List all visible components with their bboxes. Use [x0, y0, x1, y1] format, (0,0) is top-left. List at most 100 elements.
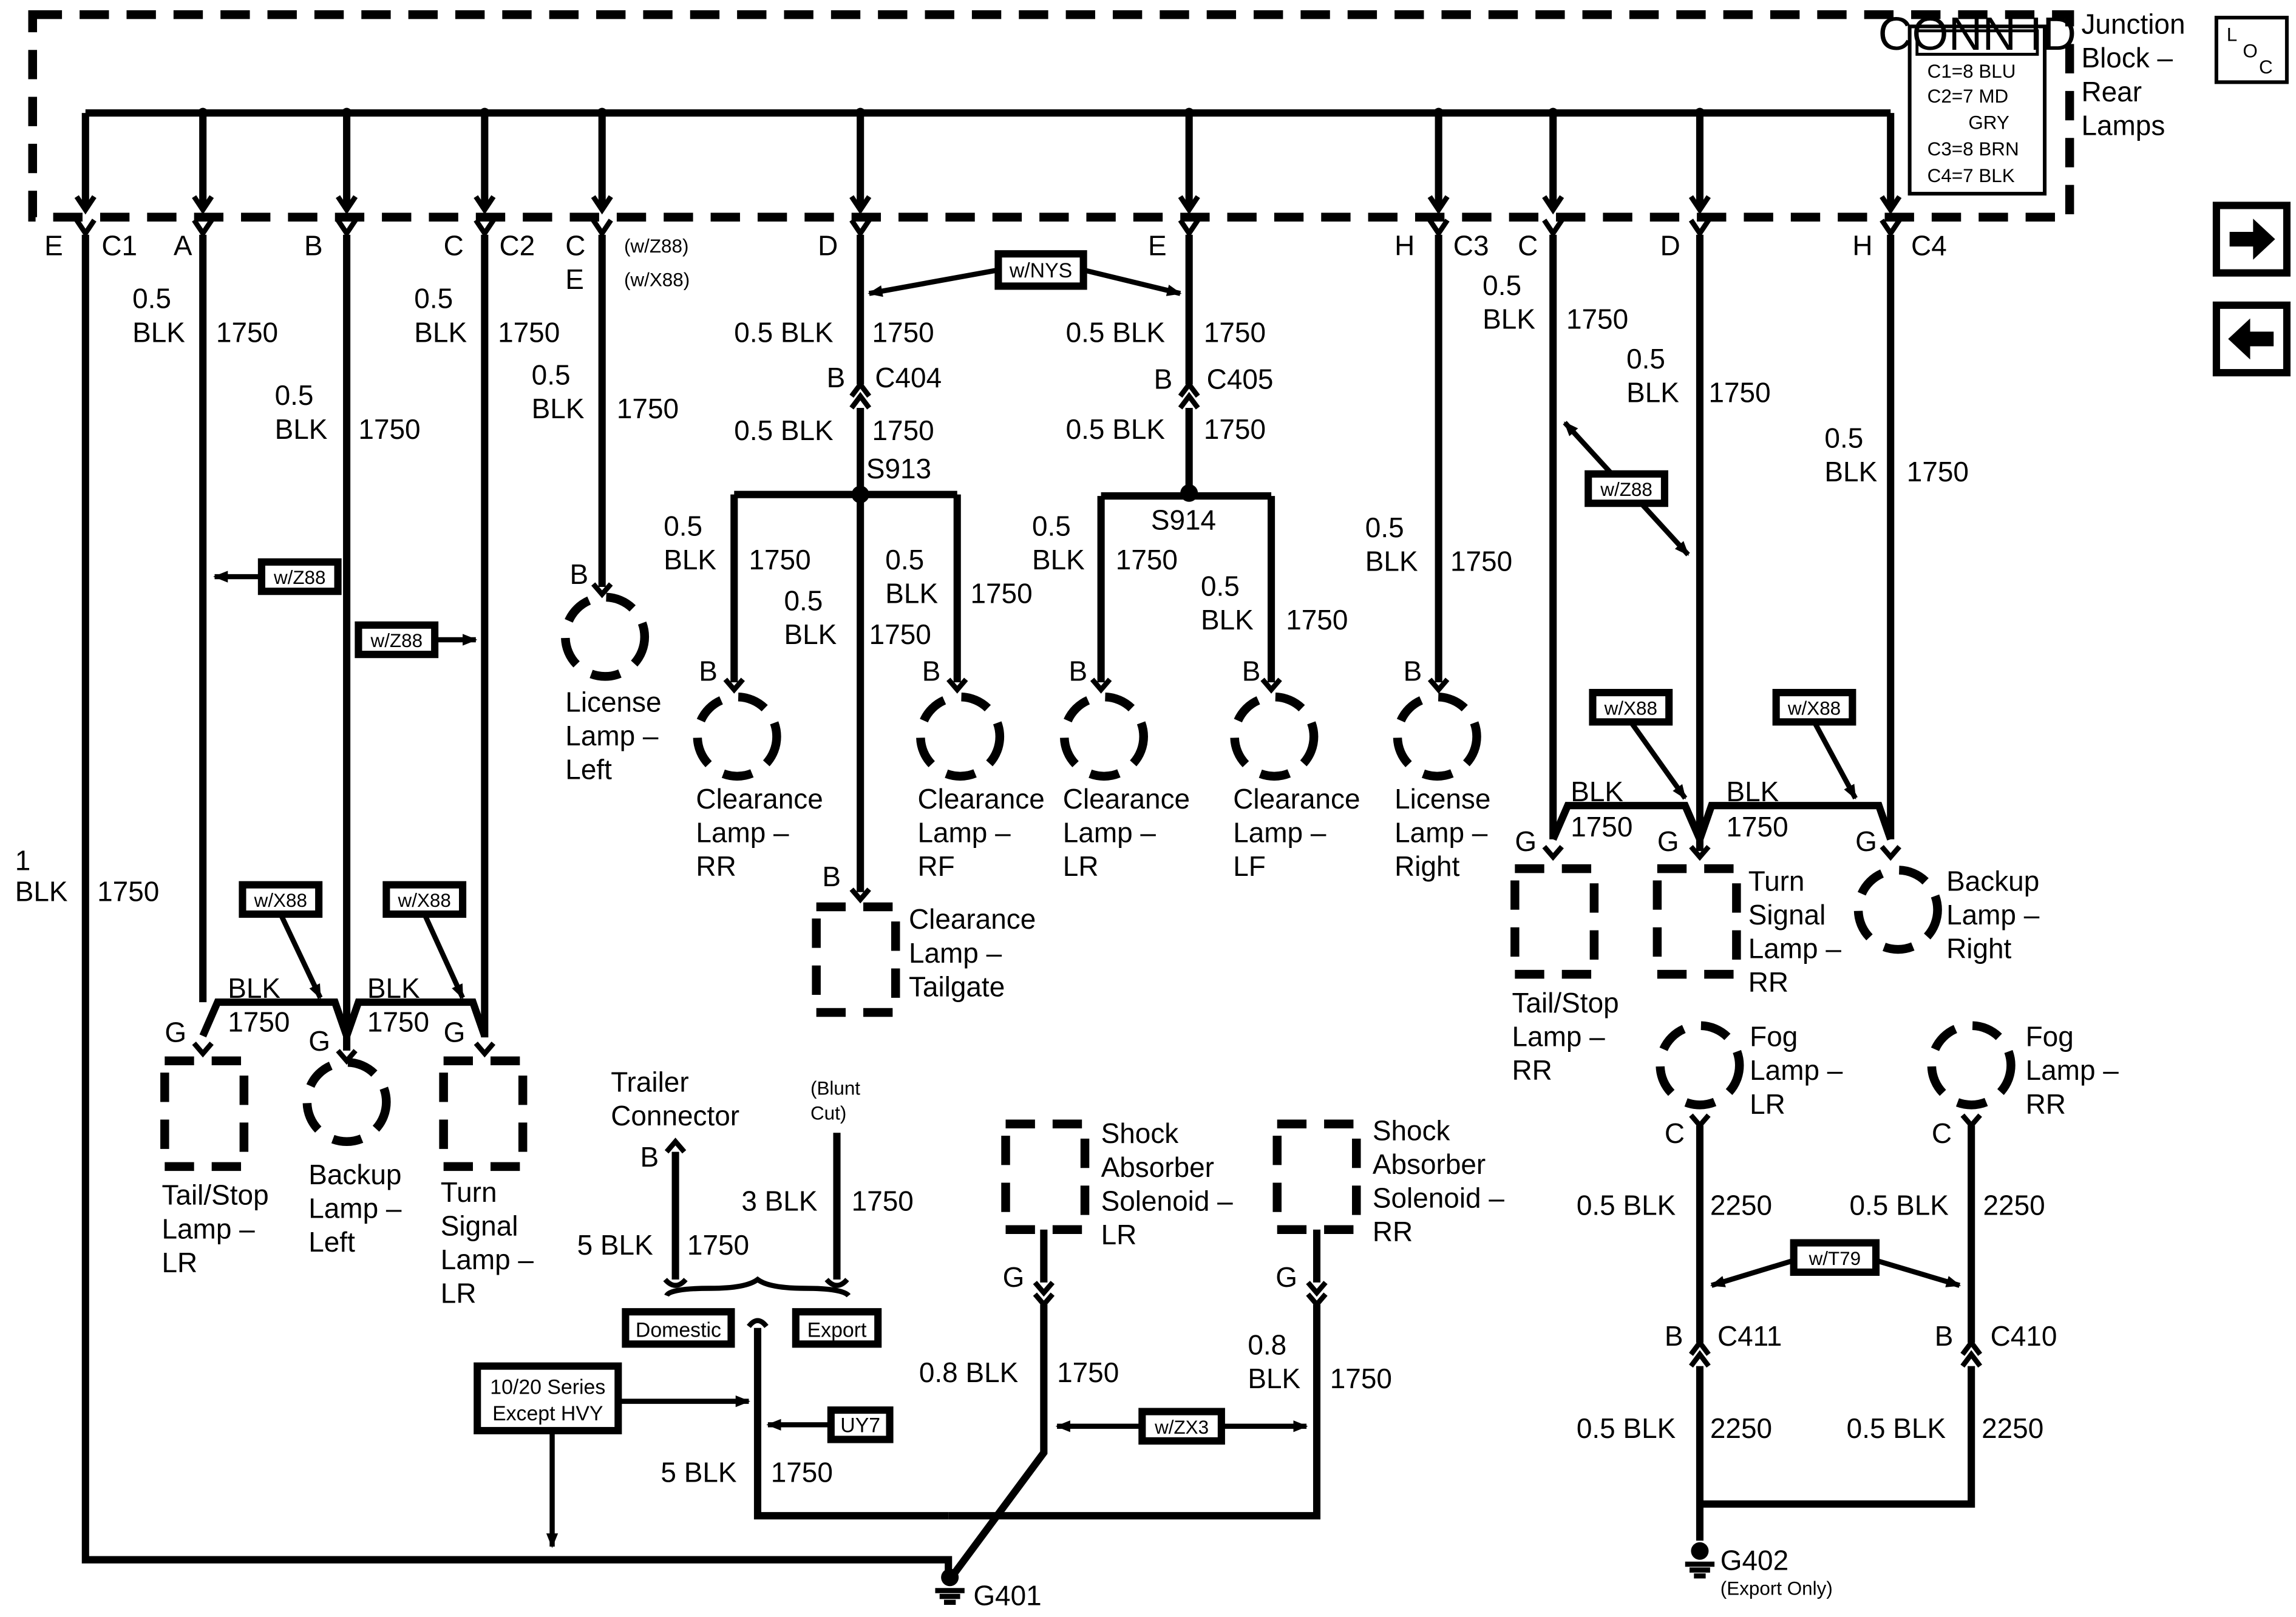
svg-text:BLK: BLK [132, 316, 185, 348]
tail-stop-lamp-lr: G Tail/Stop Lamp – LR [160, 1016, 269, 1278]
svg-text:w/Z88: w/Z88 [370, 630, 423, 651]
svg-text:C410: C410 [1991, 1320, 2057, 1352]
svg-text:C1: C1 [101, 230, 137, 262]
option-x88-right-2: w/X88 [1772, 688, 1858, 800]
svg-text:1: 1 [15, 845, 31, 876]
wire-turn-signal-lr: 0.5 BLK 1750 [414, 234, 560, 1038]
wire-fog-rr: 0.5 BLK 2250 B C410 0.5 BLK 2250 [1699, 1125, 2057, 1508]
svg-text:Lamp –: Lamp – [1750, 1054, 1843, 1086]
svg-text:Right: Right [1394, 850, 1459, 882]
clearance-lamp-rr: B Clearance Lamp – RR [693, 656, 823, 882]
svg-text:O: O [2243, 40, 2257, 61]
svg-text:Tailgate: Tailgate [909, 971, 1005, 1002]
ground-g402: G402 (Export Only) [1685, 1542, 1833, 1599]
conn-id-c2-cont: GRY [1968, 112, 2009, 134]
option-nys: w/NYS [868, 250, 1182, 297]
svg-text:License: License [565, 686, 661, 717]
svg-text:0.5: 0.5 [132, 283, 171, 314]
svg-text:License: License [1394, 783, 1490, 815]
option-zx3: w/ZX3 [1055, 1408, 1308, 1445]
svg-text:BLK: BLK [1626, 376, 1679, 408]
svg-text:B: B [1242, 656, 1261, 687]
svg-text:LR: LR [161, 1247, 197, 1278]
loc-icon[interactable]: L O C [2214, 15, 2289, 84]
svg-text:Junction: Junction [2081, 8, 2185, 40]
svg-text:C404: C404 [875, 362, 942, 393]
svg-text:C: C [1665, 1117, 1685, 1149]
svg-text:(w/X88): (w/X88) [624, 269, 690, 290]
svg-text:Lamp –: Lamp – [1748, 933, 1842, 964]
svg-text:0.5: 0.5 [532, 359, 571, 390]
svg-text:1750: 1750 [852, 1185, 914, 1216]
svg-text:Lamp –: Lamp – [565, 720, 659, 751]
svg-text:0.5: 0.5 [1824, 422, 1863, 453]
svg-text:D: D [1660, 230, 1680, 262]
backup-lamp-right: G Backup Lamp – Right [1853, 825, 2040, 964]
option-z88-right: w/Z88 [1563, 421, 1690, 557]
svg-text:B: B [822, 861, 841, 892]
svg-text:1750: 1750 [1708, 376, 1770, 408]
next-page-button[interactable] [2212, 202, 2291, 277]
svg-text:C: C [1932, 1117, 1952, 1149]
svg-text:1750: 1750 [1286, 604, 1348, 636]
svg-text:0.5: 0.5 [1365, 512, 1404, 543]
svg-text:BLK: BLK [532, 393, 585, 424]
svg-text:w/NYS: w/NYS [1009, 259, 1072, 282]
license-lamp-right: B License Lamp – Right [1393, 656, 1490, 882]
fog-lamp-lr: Fog Lamp – LR C [1656, 1021, 1843, 1149]
bus-dots [197, 107, 1705, 118]
svg-text:BLK: BLK [784, 619, 837, 650]
svg-text:Clearance: Clearance [917, 783, 1044, 815]
svg-text:1750: 1750 [216, 316, 278, 348]
svg-text:BLK: BLK [228, 972, 280, 1004]
svg-text:Trailer: Trailer [611, 1066, 688, 1098]
svg-text:Solenoid –: Solenoid – [1101, 1185, 1233, 1216]
svg-text:BLK: BLK [1483, 303, 1535, 335]
svg-text:LF: LF [1233, 850, 1266, 882]
svg-text:1750: 1750 [872, 415, 934, 446]
svg-text:BLK: BLK [664, 544, 716, 575]
x88-bridge-left: BLK 1750 BLK 1750 [199, 972, 489, 1037]
svg-text:1750: 1750 [1566, 303, 1628, 335]
svg-text:Fog: Fog [2026, 1021, 2074, 1053]
svg-text:LR: LR [441, 1278, 477, 1309]
svg-text:B: B [1665, 1320, 1683, 1352]
svg-text:Signal: Signal [441, 1210, 518, 1241]
svg-text:0.8: 0.8 [1248, 1329, 1286, 1360]
svg-text:0.8 BLK: 0.8 BLK [919, 1357, 1019, 1388]
wire-ground-e: 1 BLK 1750 [15, 234, 953, 1578]
svg-text:A: A [174, 230, 192, 262]
svg-text:w/X88: w/X88 [1604, 697, 1657, 719]
svg-text:2250: 2250 [1710, 1190, 1772, 1221]
svg-text:C411: C411 [1717, 1320, 1782, 1352]
svg-text:G: G [1515, 825, 1537, 857]
svg-text:C405: C405 [1207, 364, 1274, 395]
option-uy7: UY7 [766, 1406, 894, 1443]
svg-text:w/X88: w/X88 [254, 890, 307, 911]
svg-text:Lamp –: Lamp – [1394, 817, 1488, 849]
svg-text:Lamps: Lamps [2081, 109, 2165, 141]
svg-text:S913: S913 [866, 453, 931, 484]
svg-text:Clearance: Clearance [909, 903, 1036, 935]
svg-text:Tail/Stop: Tail/Stop [161, 1179, 268, 1211]
svg-text:BLK: BLK [414, 316, 467, 348]
svg-text:0.5: 0.5 [1483, 270, 1521, 301]
svg-text:Lamp –: Lamp – [1946, 899, 2040, 931]
svg-text:0.5 BLK: 0.5 BLK [1066, 413, 1166, 445]
svg-text:1750: 1750 [1116, 544, 1178, 575]
svg-text:Shock: Shock [1101, 1117, 1180, 1149]
svg-text:1750: 1750 [1726, 811, 1788, 842]
conn-id-c4: C4=7 BLK [1927, 165, 2015, 186]
svg-text:LR: LR [1750, 1088, 1785, 1120]
previous-page-button[interactable] [2212, 301, 2291, 377]
svg-text:1750: 1750 [228, 1006, 290, 1037]
svg-text:0.5 BLK: 0.5 BLK [1847, 1412, 1946, 1444]
blunt-cut-wire: (Blunt Cut) 3 BLK 1750 [741, 1077, 914, 1288]
svg-text:E: E [1148, 230, 1167, 262]
svg-text:E: E [565, 263, 584, 295]
svg-text:2250: 2250 [1710, 1412, 1772, 1444]
svg-text:1750: 1750 [1450, 545, 1512, 577]
svg-text:Block –: Block – [2081, 42, 2173, 73]
svg-text:w/X88: w/X88 [398, 890, 451, 911]
svg-text:0.5: 0.5 [885, 544, 924, 575]
